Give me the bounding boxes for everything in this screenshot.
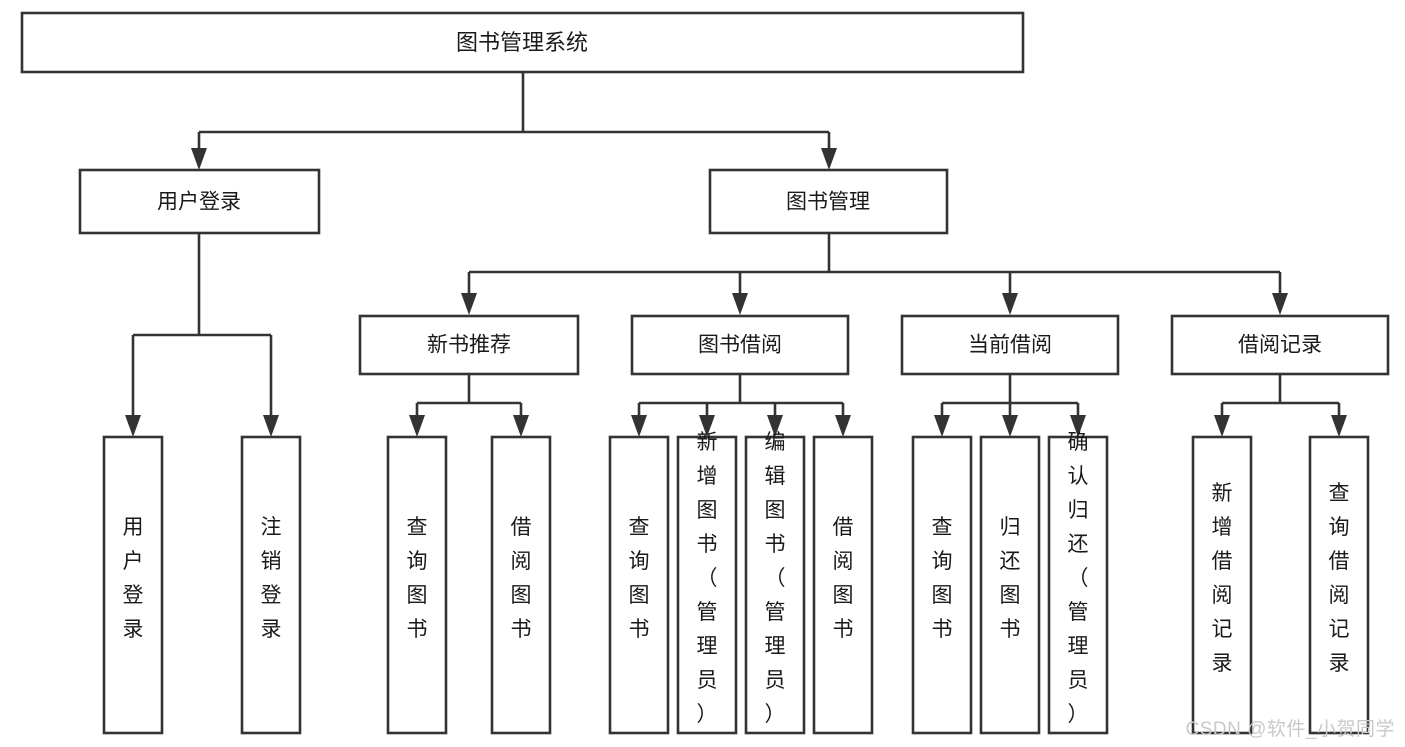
leaf-book-borrow-2[interactable]: 新增图书（管理员） — [676, 431, 738, 735]
connector-group-book-borrow — [631, 374, 851, 437]
leaf-book-borrow-4-box[interactable] — [812, 435, 874, 735]
leaf-new-book-1-box[interactable] — [386, 435, 448, 735]
node-current-borrow-label: 当前借阅 — [968, 334, 1052, 357]
leaf-current-borrow-3[interactable]: 确认归还（管理员） — [1047, 431, 1109, 735]
leaf-user-login-1[interactable]: 用户登录 — [102, 435, 164, 735]
node-user-login-label: 用户登录 — [157, 191, 241, 214]
arrowhead-leaf-book-borrow-4 — [835, 415, 851, 437]
leaf-book-borrow-2-label: 新增图书（管理员） — [697, 431, 718, 726]
leaf-current-borrow-1-label: 查询图书 — [932, 516, 953, 641]
leaf-new-book-2-box[interactable] — [490, 435, 552, 735]
node-current-borrow-box[interactable] — [900, 314, 1120, 376]
connector-group-book-mgmt — [461, 233, 1288, 315]
leaf-user-login-2-box[interactable] — [240, 435, 302, 735]
arrowhead-leaf-book-borrow-3 — [767, 415, 783, 437]
arrowhead-book-borrow — [732, 293, 748, 315]
node-root[interactable]: 图书管理系统 — [20, 11, 1025, 74]
node-root-box[interactable] — [20, 11, 1025, 74]
connector-group-root — [191, 72, 837, 170]
csdn-watermark: CSDN @软件_小贺同学 — [1185, 719, 1395, 740]
leaf-borrow-record-2-box[interactable] — [1308, 435, 1370, 735]
leaf-current-borrow-3-box[interactable] — [1047, 435, 1109, 735]
connector-group-user-login — [125, 233, 279, 437]
node-book-borrow[interactable]: 图书借阅 — [630, 314, 850, 376]
arrowhead-current-borrow — [1002, 293, 1018, 315]
leaf-new-book-2-label: 借阅图书 — [511, 516, 532, 641]
leaf-current-borrow-3-label: 确认归还（管理员） — [1068, 431, 1089, 726]
arrowhead-leaf-user-login-2 — [263, 415, 279, 437]
node-borrow-record-box[interactable] — [1170, 314, 1390, 376]
arrowhead-leaf-book-borrow-2 — [699, 415, 715, 437]
node-borrow-record[interactable]: 借阅记录 — [1170, 314, 1390, 376]
arrowhead-leaf-current-borrow-1 — [934, 415, 950, 437]
node-new-book-recommend-label: 新书推荐 — [427, 334, 511, 357]
leaf-book-borrow-2-box[interactable] — [676, 435, 738, 735]
connector-group-borrow-record — [1214, 374, 1347, 437]
leaf-book-borrow-1[interactable]: 查询图书 — [608, 435, 670, 735]
leaf-book-borrow-4[interactable]: 借阅图书 — [812, 435, 874, 735]
connector-group-new-book — [409, 374, 529, 437]
arrowhead-book-mgmt — [821, 148, 837, 170]
leaf-user-login-1-box[interactable] — [102, 435, 164, 735]
leaf-borrow-record-1-label: 新增借阅记录 — [1212, 482, 1233, 675]
node-current-borrow[interactable]: 当前借阅 — [900, 314, 1120, 376]
node-book-management-box[interactable] — [708, 168, 949, 235]
arrowhead-leaf-current-borrow-2 — [1002, 415, 1018, 437]
leaf-user-login-1-label: 用户登录 — [123, 516, 144, 641]
leaf-borrow-record-1[interactable]: 新增借阅记录 — [1191, 435, 1253, 735]
leaf-book-borrow-3-label: 编辑图书（管理员） — [765, 431, 786, 726]
leaf-book-borrow-1-box[interactable] — [608, 435, 670, 735]
arrowhead-leaf-new-book-1 — [409, 415, 425, 437]
arrowhead-leaf-book-borrow-1 — [631, 415, 647, 437]
leaf-user-login-2-label: 注销登录 — [261, 516, 282, 641]
node-book-management[interactable]: 图书管理 — [708, 168, 949, 235]
leaf-current-borrow-1[interactable]: 查询图书 — [911, 435, 973, 735]
leaf-book-borrow-4-label: 借阅图书 — [833, 516, 854, 641]
leaf-current-borrow-2[interactable]: 归还图书 — [979, 435, 1041, 735]
arrowhead-leaf-borrow-record-1 — [1214, 415, 1230, 437]
leaf-new-book-1-label: 查询图书 — [407, 516, 428, 641]
node-new-book-recommend-box[interactable] — [358, 314, 580, 376]
node-borrow-record-label: 借阅记录 — [1238, 334, 1322, 357]
leaf-user-login-2[interactable]: 注销登录 — [240, 435, 302, 735]
arrowhead-borrow-record — [1272, 293, 1288, 315]
leaf-new-book-1[interactable]: 查询图书 — [386, 435, 448, 735]
arrowhead-leaf-borrow-record-2 — [1331, 415, 1347, 437]
node-book-borrow-label: 图书借阅 — [698, 334, 782, 357]
arrowhead-new-book — [461, 293, 477, 315]
node-book-borrow-box[interactable] — [630, 314, 850, 376]
leaf-book-borrow-3[interactable]: 编辑图书（管理员） — [744, 431, 806, 735]
node-book-management-label: 图书管理 — [786, 191, 870, 214]
leaf-current-borrow-2-label: 归还图书 — [1000, 516, 1021, 641]
node-user-login[interactable]: 用户登录 — [78, 168, 321, 235]
leaf-current-borrow-2-box[interactable] — [979, 435, 1041, 735]
arrowhead-leaf-new-book-2 — [513, 415, 529, 437]
leaf-book-borrow-3-box[interactable] — [744, 435, 806, 735]
leaf-borrow-record-1-box[interactable] — [1191, 435, 1253, 735]
leaf-borrow-record-2-label: 查询借阅记录 — [1329, 482, 1350, 675]
arrowhead-leaf-current-borrow-3 — [1070, 415, 1086, 437]
node-user-login-box[interactable] — [78, 168, 321, 235]
leaf-new-book-2[interactable]: 借阅图书 — [490, 435, 552, 735]
leaf-book-borrow-1-label: 查询图书 — [629, 516, 650, 641]
leaf-borrow-record-2[interactable]: 查询借阅记录 — [1308, 435, 1370, 735]
arrowhead-user-login — [191, 148, 207, 170]
arrowhead-leaf-user-login-1 — [125, 415, 141, 437]
node-root-label: 图书管理系统 — [456, 30, 588, 55]
leaf-current-borrow-1-box[interactable] — [911, 435, 973, 735]
node-new-book-recommend[interactable]: 新书推荐 — [358, 314, 580, 376]
connector-group-current-borrow — [934, 374, 1086, 437]
